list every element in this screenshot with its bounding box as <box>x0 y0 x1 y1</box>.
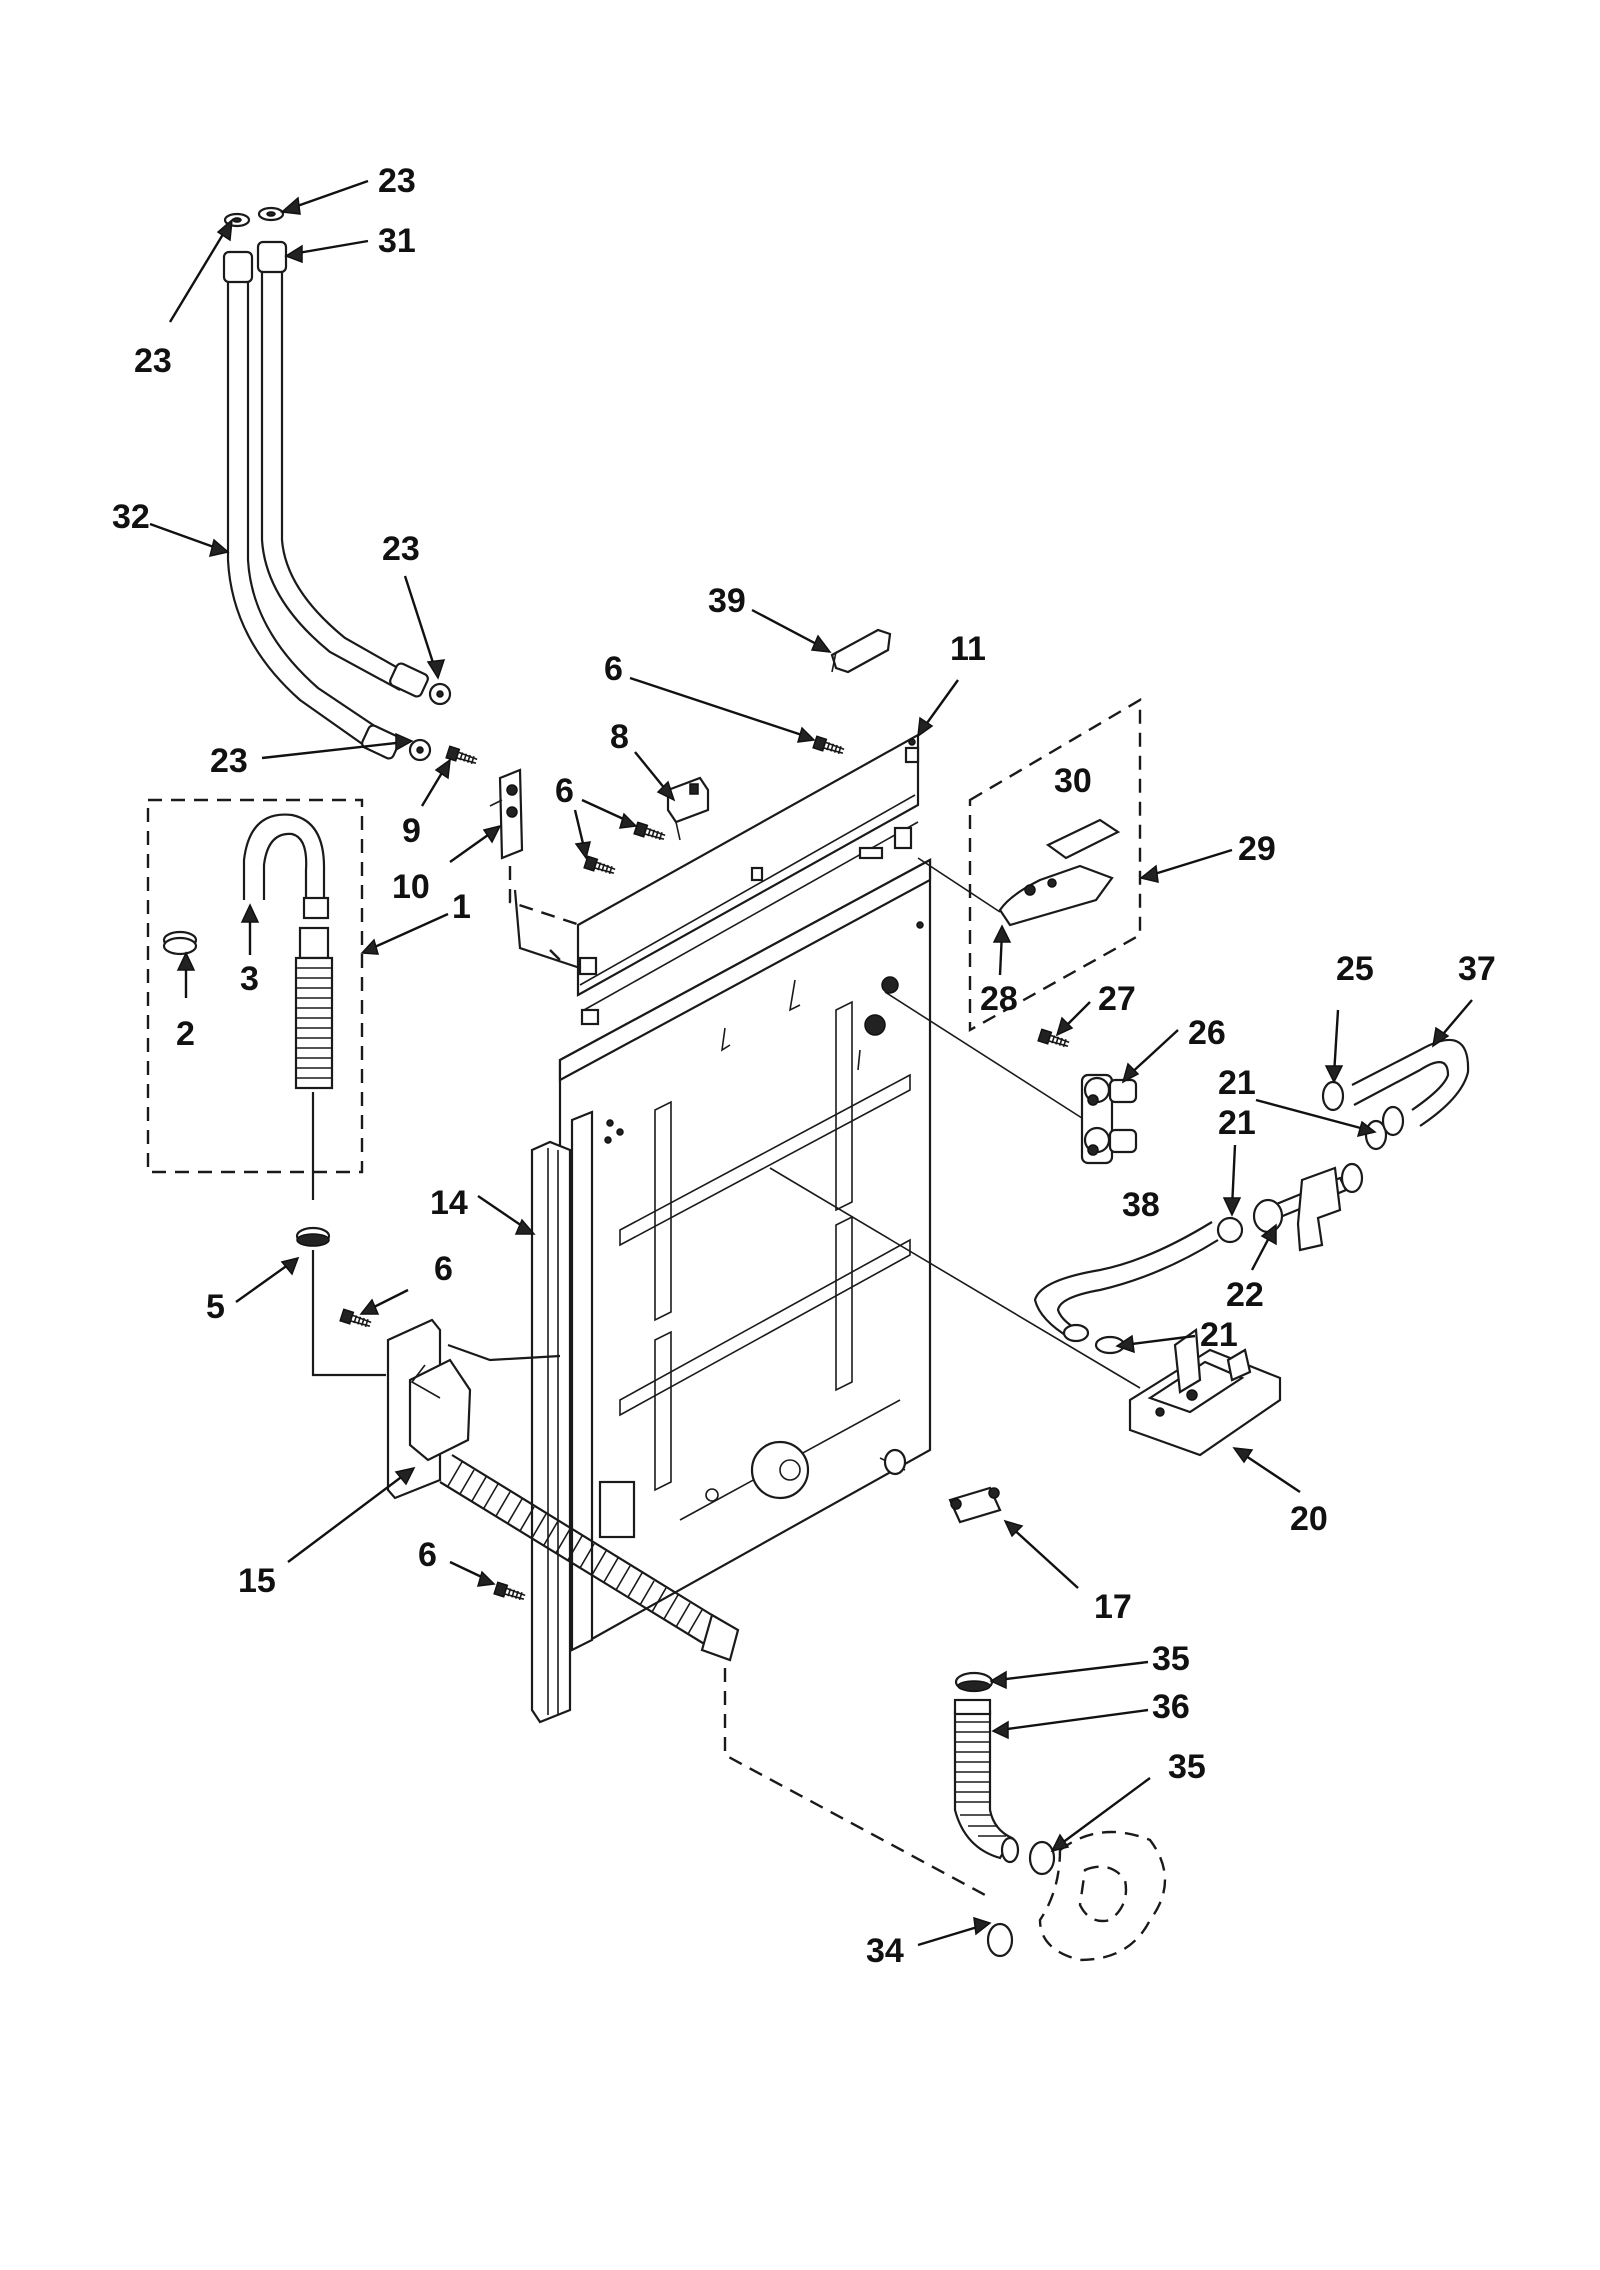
callout-8: 8 <box>610 718 629 756</box>
callout-10: 10 <box>392 868 430 906</box>
callout-3: 3 <box>240 960 259 998</box>
vacuum-break-fitting <box>1216 1162 1364 1252</box>
callout-17: 17 <box>1094 1588 1132 1626</box>
callout-32: 32 <box>112 498 150 536</box>
callout-21-mid: 21 <box>1218 1104 1256 1142</box>
callout-1: 1 <box>452 888 471 926</box>
callout-23-left: 23 <box>134 342 172 380</box>
drain-leader-line <box>723 1668 986 1897</box>
clamp5-leader-line <box>311 1250 386 1377</box>
callout-6-left: 6 <box>434 1250 453 1288</box>
bracket-leader-line <box>508 866 581 961</box>
callout-34: 34 <box>866 1932 904 1970</box>
inlet-hoses <box>222 206 452 762</box>
callout-5: 5 <box>206 1288 225 1326</box>
callout-23-mid: 23 <box>382 530 420 568</box>
callout-37: 37 <box>1458 950 1496 988</box>
callout-31: 31 <box>378 222 416 260</box>
drain-hose-main <box>439 1454 740 1662</box>
corner-strip <box>530 1140 572 1724</box>
callout-6-top: 6 <box>604 650 623 688</box>
callout-21-lower: 21 <box>1200 1316 1238 1354</box>
callout-27: 27 <box>1098 980 1136 1018</box>
water-inlet-valve <box>884 991 1138 1165</box>
callout-35-lower: 35 <box>1168 1748 1206 1786</box>
callout-38: 38 <box>1122 1186 1160 1224</box>
pump-housing <box>386 1318 561 1500</box>
callout-25: 25 <box>1336 950 1374 988</box>
bracket-8 <box>666 776 710 841</box>
clip-17 <box>879 1448 1002 1524</box>
callout-labels: 23 31 23 32 23 23 39 11 6 8 6 9 10 1 3 2… <box>112 162 1496 1970</box>
hose-clip <box>489 768 524 860</box>
clamp-5 <box>295 1226 331 1247</box>
callout-14: 14 <box>430 1184 468 1222</box>
callout-23-lower: 23 <box>210 742 248 780</box>
callout-22: 22 <box>1226 1276 1264 1314</box>
dispenser <box>769 1167 1282 1457</box>
callout-9: 9 <box>402 812 421 850</box>
callout-23-top: 23 <box>378 162 416 200</box>
drain-hose-36 <box>953 1671 1167 1962</box>
callout-26: 26 <box>1188 1014 1226 1052</box>
callout-35-top: 35 <box>1152 1640 1190 1678</box>
callout-2: 2 <box>176 1015 195 1053</box>
hose-37 <box>1321 1038 1470 1151</box>
callout-28: 28 <box>980 980 1018 1018</box>
rear-panel <box>558 733 932 1652</box>
callout-6-bottom: 6 <box>418 1536 437 1574</box>
screws <box>339 735 1070 1601</box>
drain-hose-kit <box>146 798 364 1174</box>
callout-36: 36 <box>1152 1688 1190 1726</box>
callout-29: 29 <box>1238 830 1276 868</box>
callout-21-upper: 21 <box>1218 1064 1256 1102</box>
leader-arrows <box>149 179 1473 1947</box>
wire-harness-kit <box>917 697 1142 1033</box>
callout-20: 20 <box>1290 1500 1328 1538</box>
hanger-clip <box>830 628 892 674</box>
callout-6-mid: 6 <box>555 772 574 810</box>
callout-39: 39 <box>708 582 746 620</box>
callout-11: 11 <box>950 630 986 668</box>
callout-30: 30 <box>1054 762 1092 800</box>
callout-15: 15 <box>238 1562 276 1600</box>
